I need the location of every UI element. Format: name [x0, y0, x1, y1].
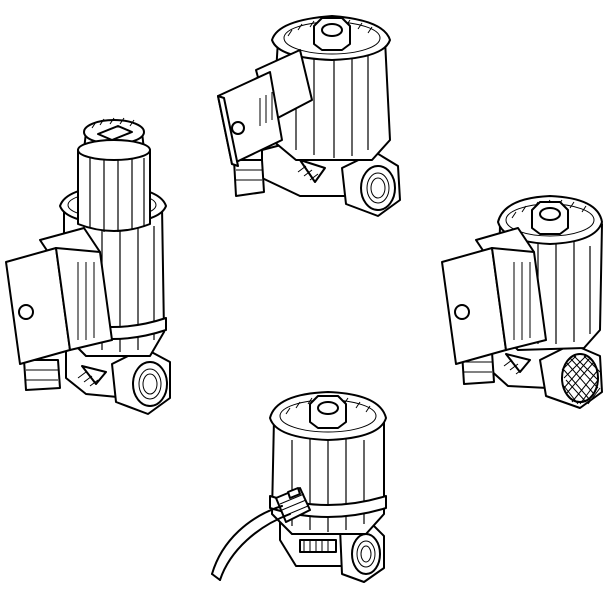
solenoid-valve-bottom: [211, 391, 387, 583]
connector-box-left: [5, 227, 113, 365]
cable-gland-bottom: [275, 487, 311, 523]
connector-box-top: [217, 49, 313, 167]
connector-box-right: [441, 227, 547, 365]
solenoid-valve-left: [5, 117, 171, 415]
override-knob-left: [77, 117, 151, 232]
stub-left: [23, 359, 61, 391]
hex-port-left: [111, 347, 171, 415]
stub-top: [233, 159, 265, 197]
top-nut-bottom: [309, 395, 347, 429]
top-nut-right: [531, 201, 569, 235]
cable-bottom: [211, 505, 291, 581]
hex-port-top: [341, 151, 401, 217]
hex-port-right: [539, 343, 603, 409]
top-nut-top: [313, 17, 351, 51]
hex-port-bottom: [339, 519, 385, 583]
solenoid-valve-right: [441, 195, 603, 409]
solenoid-valve-top: [217, 15, 401, 217]
